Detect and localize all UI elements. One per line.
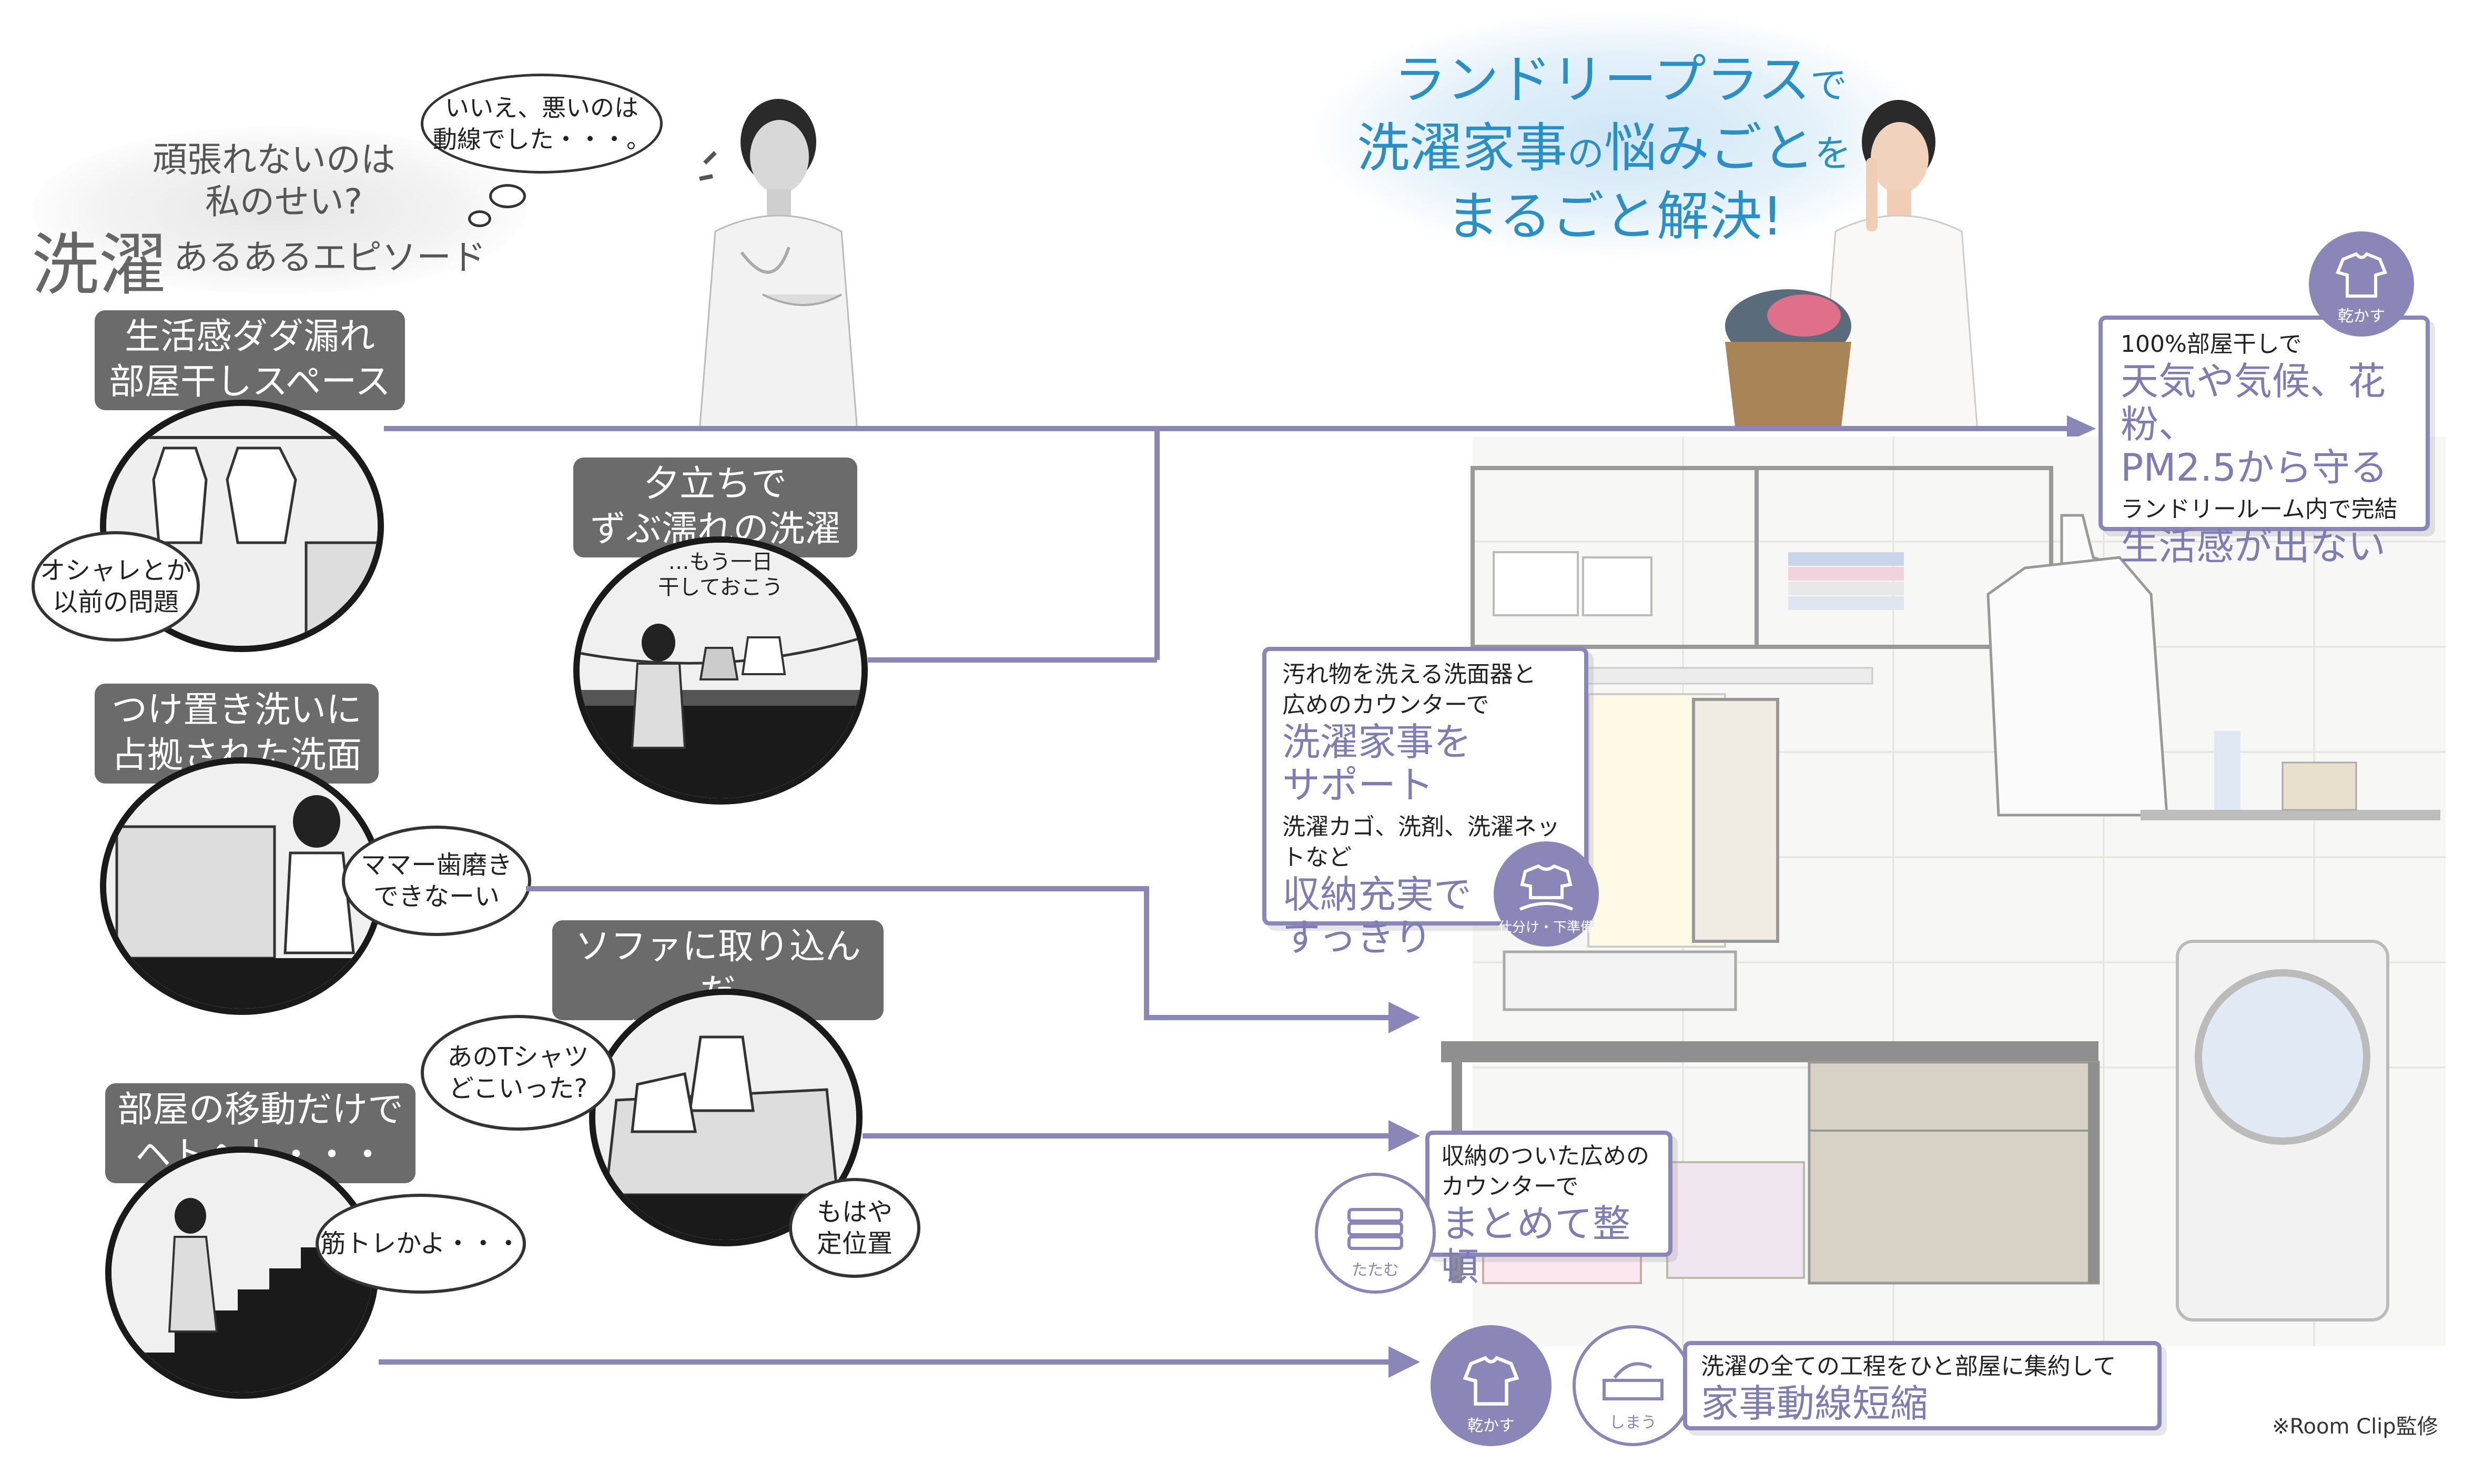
- episode-scene-3: [100, 757, 384, 1015]
- right-header-line3: まるごと解決!: [1446, 186, 1783, 247]
- right-header: ランドリープラスで 洗濯家事の悩みごとを まるごと解決!: [1315, 11, 1925, 258]
- solution-card-4: 洗濯の全ての工程をひと部屋に集約して 家事動線短縮: [1683, 1341, 2162, 1430]
- right-header-line2: 洗濯家事の悩みごとを: [1357, 117, 1851, 179]
- episode-label-5: 部屋の移動だけで ヘトヘト・・・: [105, 1083, 415, 1183]
- dry-icon-bottom-label: 乾かす: [1467, 1417, 1515, 1435]
- left-header-line1: 頑張れないのは: [153, 139, 396, 180]
- tshirt-icon: [2335, 252, 2388, 298]
- pointing-woman-illustration: [1725, 100, 1979, 431]
- sort-prep-icon: 仕分け・下準備: [1494, 841, 1599, 947]
- laundry-room-illustration: [1441, 436, 2446, 1346]
- fold-icon: たたむ: [1315, 1173, 1436, 1294]
- episode-bubble-4a: あのTシャツ どこいった?: [421, 1015, 615, 1131]
- left-header-glow: [32, 126, 526, 294]
- sort-prep-icon-label: 仕分け・下準備: [1498, 920, 1594, 936]
- episode-scene-5: [105, 1146, 379, 1399]
- solution-card-1: 100%部屋干しで 天気や気候、花粉、 PM2.5から守る ランドリールーム内で…: [2098, 316, 2430, 568]
- drawer-hand-icon: [1603, 1362, 1664, 1400]
- episode-bubble-1: オシャレとか 以前の問題: [32, 531, 200, 642]
- thought-dot-1: [489, 184, 526, 208]
- thought-dot-2: [468, 210, 491, 227]
- dry-icon-top-label: 乾かす: [2338, 307, 2385, 326]
- solution-1-big1: 天気や気候、花粉、 PM2.5から守る: [2121, 359, 2388, 490]
- solution-3-small: 収納のついた広めの カウンターで: [1441, 1143, 1649, 1200]
- solution-3-big: まとめて整頓: [1441, 1202, 1631, 1289]
- solution-4-big: 家事動線短縮: [1701, 1381, 1929, 1426]
- tshirt-icon: [1463, 1356, 1519, 1406]
- left-header-big: 洗濯: [32, 226, 167, 304]
- solution-2-big2: 収納充実で すっきり: [1282, 872, 1472, 960]
- thinking-woman-illustration: [698, 99, 858, 431]
- solution-1-small1: 100%部屋干しで: [2121, 331, 2302, 358]
- solution-1-big2: 生活感が出ない: [2121, 524, 2386, 568]
- solution-1-small2: ランドリールーム内で完結: [2121, 496, 2398, 523]
- solution-2-small2: 洗濯カゴ、洗剤、洗濯ネットなど: [1282, 814, 1560, 871]
- episode-bubble-4b: もはや 定位置: [789, 1178, 920, 1278]
- episode-caption-2: …もう一日 干しておこう: [658, 550, 783, 599]
- left-header-rest: あるあるエピソード: [174, 237, 486, 278]
- folded-clothes-icon: [1347, 1208, 1403, 1250]
- episode-bubble-3: ママー歯磨き できなーい: [342, 826, 531, 936]
- right-header-glow: [1315, 11, 1925, 258]
- credit-text: ※Room Clip監修: [2272, 1415, 2438, 1439]
- right-header-line1: ランドリープラスで: [1394, 49, 1847, 110]
- solution-2-big1: 洗濯家事を サポート: [1282, 720, 1472, 807]
- thought-bubble: いいえ、悪いのは 動線でした・・・。: [421, 74, 663, 174]
- store-icon-label: しまう: [1609, 1414, 1657, 1432]
- solution-4-small: 洗濯の全ての工程をひと部屋に集約して: [1701, 1353, 2116, 1380]
- left-header: 頑張れないのは 私のせい? 洗濯 あるあるエピソード: [32, 126, 536, 304]
- sorting-icon: [1519, 864, 1574, 911]
- dry-icon-top: 乾かす: [2309, 231, 2414, 337]
- solution-2-small1: 汚れ物を洗える洗面器と 広めのカウンターで: [1282, 661, 1536, 718]
- dry-icon-bottom: 乾かす: [1431, 1325, 1552, 1446]
- episode-label-1: 生活感ダダ漏れ 部屋干しスペース: [95, 310, 405, 410]
- solution-card-3: 収納のついた広めの カウンターで まとめて整頓: [1425, 1131, 1672, 1288]
- fold-icon-label: たたむ: [1352, 1261, 1399, 1279]
- store-icon: しまう: [1573, 1325, 1694, 1446]
- episode-bubble-5: 筋トレかよ・・・: [316, 1194, 526, 1294]
- left-header-line2: 私のせい?: [205, 181, 363, 222]
